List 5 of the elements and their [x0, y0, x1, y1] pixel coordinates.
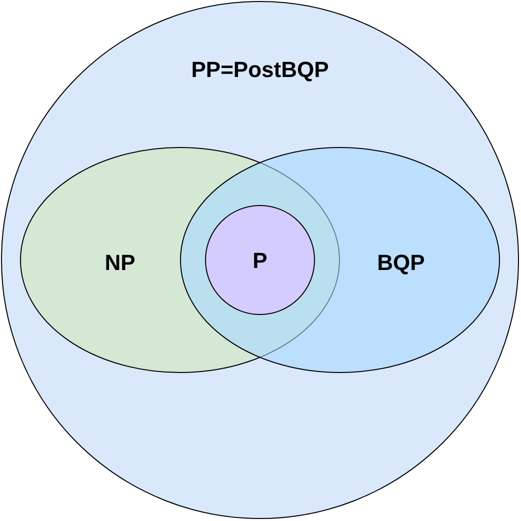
- set-label: NP: [104, 250, 136, 276]
- set-circle: [205, 205, 315, 315]
- set-label: BQP: [377, 250, 425, 276]
- set-label: P: [252, 248, 268, 274]
- set-title: PP=PostBQP: [191, 57, 329, 83]
